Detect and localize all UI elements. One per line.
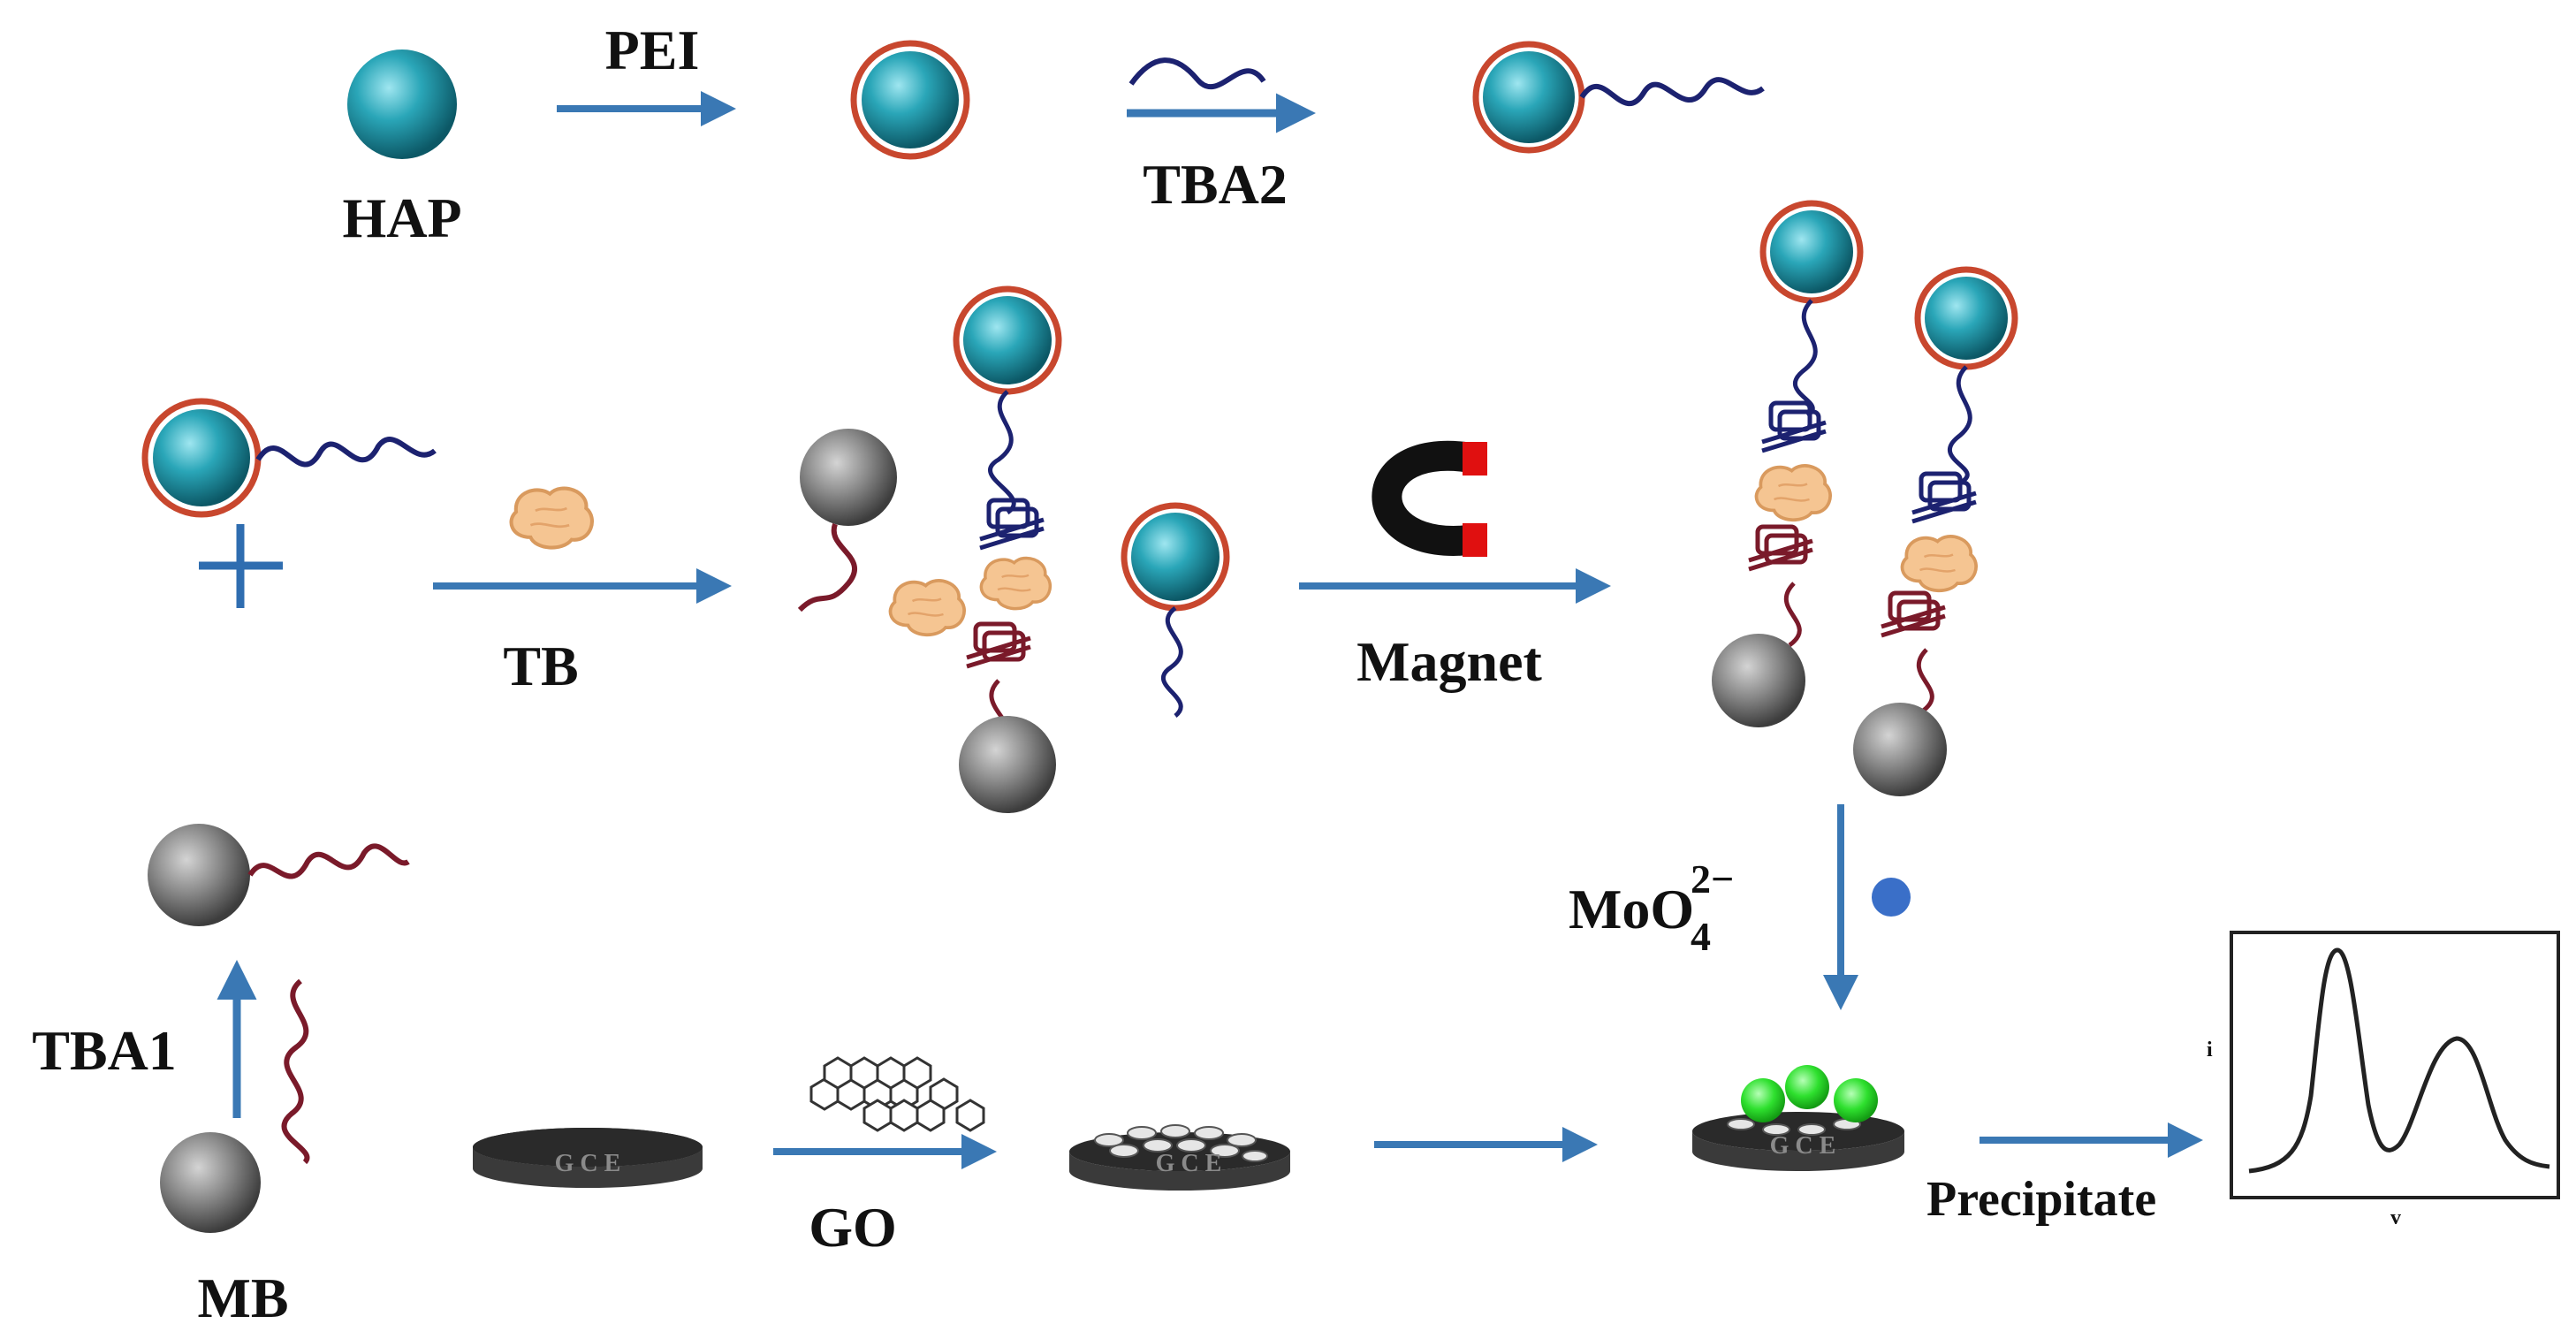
mb-label: MB — [197, 1267, 288, 1329]
tba1-strand-icon — [281, 978, 310, 1165]
molybdate-superscript: 2− — [1691, 856, 1734, 902]
go-modified-gce-electrode — [1069, 1124, 1290, 1191]
voltammogram-y-label: i — [2207, 1038, 2213, 1061]
tba2-label: TBA2 — [1143, 153, 1288, 216]
voltammogram-inset — [2230, 931, 2560, 1199]
molybdate-label: MoO 4 2− — [1569, 856, 1734, 959]
voltammogram-curve — [2248, 947, 2550, 1174]
final-gce-electrode — [1692, 1065, 1904, 1171]
molybdate-subscript: 4 — [1691, 914, 1711, 959]
bare-gce-electrode — [473, 1128, 703, 1188]
hap-bead — [347, 49, 457, 159]
sandwich-complex — [797, 285, 1230, 813]
tba2-strand-icon — [1128, 57, 1266, 90]
mb-tba1-conjugate — [148, 824, 410, 926]
go-label: GO — [809, 1196, 897, 1259]
tba1-label: TBA1 — [32, 1019, 177, 1082]
separated-complex-left — [1712, 200, 1864, 727]
tb-label: TB — [503, 635, 578, 697]
pei-coated-hap-bead — [850, 40, 970, 160]
magnet-label: Magnet — [1356, 630, 1542, 693]
hap-label: HAP — [342, 186, 461, 249]
pei-label: PEI — [605, 19, 700, 81]
separated-complex-right — [1853, 266, 2018, 796]
mb-bead — [160, 1132, 261, 1233]
thrombin-protein-icon — [512, 489, 592, 548]
hap-tba2-conjugate-reactant — [141, 398, 437, 518]
magnet-icon — [1372, 440, 1487, 557]
graphene-oxide-icon — [809, 1056, 985, 1132]
molybdate-dot-icon — [1872, 878, 1911, 917]
voltammogram-x-label: v — [2390, 1206, 2401, 1229]
final-gce-text: G C E — [1770, 1132, 1836, 1160]
bare-gce-text: G C E — [555, 1150, 621, 1177]
hap-tba2-conjugate — [1472, 41, 1765, 154]
molybdate-base-text: MoO — [1569, 878, 1694, 940]
precipitate-label: Precipitate — [1926, 1172, 2156, 1227]
plus-sign — [199, 524, 283, 608]
go-gce-text: G C E — [1156, 1150, 1222, 1177]
